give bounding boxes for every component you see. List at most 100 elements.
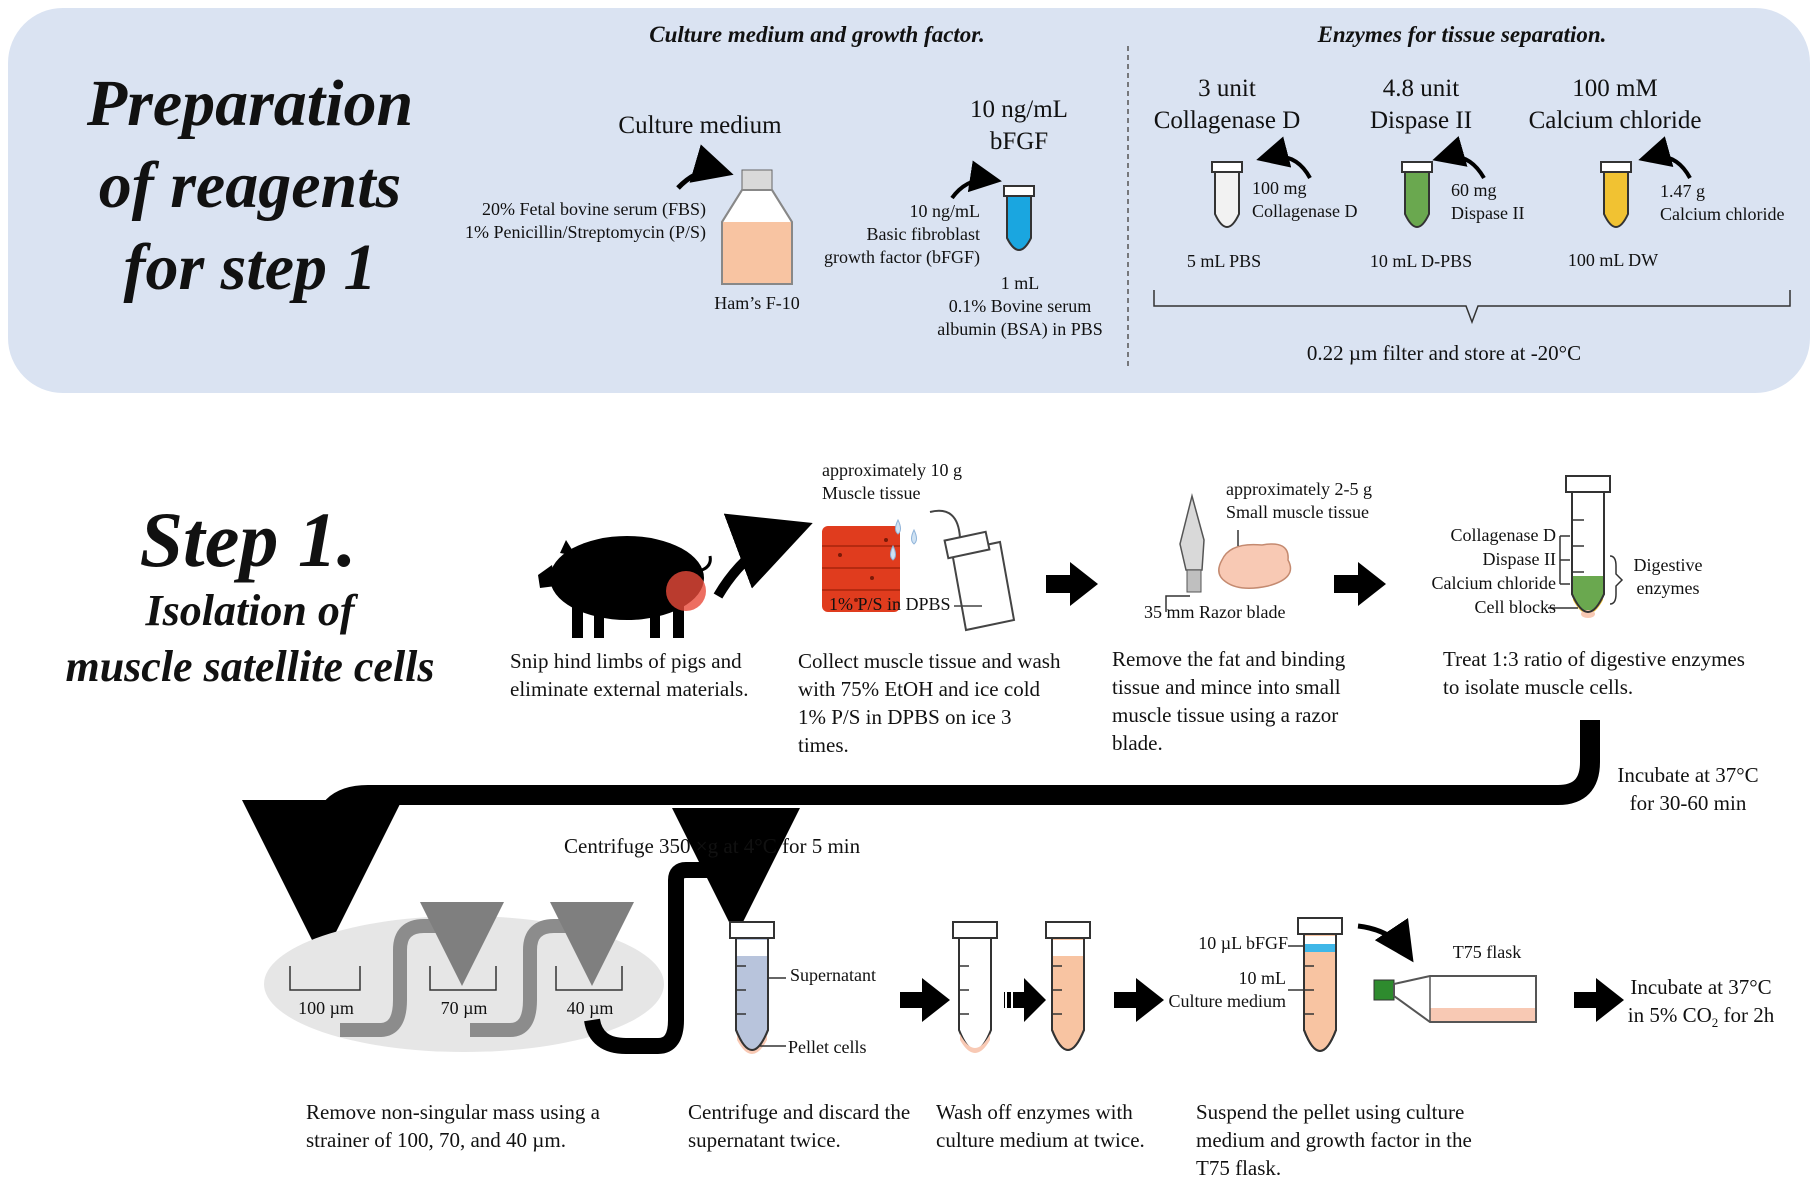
arrow-right-icon [1574,978,1624,1022]
bfgf-title-2: bFGF [989,128,1049,155]
black-flow-arrow [584,808,800,1054]
dispase-title-2: Dispase II [1369,107,1473,134]
brace [1153,290,1791,325]
pig-icon [538,536,712,638]
strainer-40 [555,966,623,991]
muscle-tissue-icon [822,526,900,612]
strainer-label-70: 70 µm [440,998,488,1018]
tube-label-calcium: Calcium chloride [1431,573,1556,593]
curved-arrow-icon [1256,136,1312,180]
step-desc-4: Treat 1:3 ratio of digestive enzymes to … [1443,647,1745,699]
collagenase-additive-1: 100 mg [1252,178,1307,198]
step-desc-6: Centrifuge and discard the supernatant t… [688,1100,911,1152]
step-subtitle-1: Isolation of [145,586,355,635]
calcium-title-1: 100 mM [1572,75,1658,102]
curved-arrow-icon [1638,136,1692,179]
strainer-label-100: 100 µm [298,998,354,1018]
incubate2-line1: Incubate at 37°C [1630,975,1772,999]
dpbs-label: 1% P/S in DPBS [829,594,951,614]
razor-leader [1165,595,1190,612]
collagenase-tube [1211,161,1243,228]
centrifuge-tube [729,921,775,1054]
culture-medium-additive-1: 20% Fetal bovine serum (FBS) [482,199,706,219]
incubate-note-2: for 30-60 min [1629,791,1747,815]
prep-title-line1: Preparation [86,67,414,140]
gray-flow-arrow [340,902,504,1037]
suspension-tube [1297,917,1343,1052]
tube-label-cell-blocks: Cell blocks [1474,597,1557,617]
curved-arrow-icon [1357,917,1414,963]
curved-arrow-icon [676,144,734,190]
digestive-brace [1609,555,1624,605]
dispase-additive-2: Dispase II [1451,203,1525,223]
arrow-right-icon [1004,978,1046,1022]
culture-medium-base: Ham’s F-10 [714,293,800,313]
curved-arrow-icon [713,513,813,599]
bfgf-title-1: 10 ng/mL [970,96,1068,123]
water-drops-icon [890,518,917,561]
wash-tube-medium [1045,921,1091,1051]
bfgf-additive-3: growth factor (bFGF) [824,247,980,267]
supernatant-label: Supernatant [790,965,876,985]
muscle-note-2: Muscle tissue [822,483,921,503]
pellet-label: Pellet cells [788,1037,867,1057]
calcium-title-2: Calcium chloride [1528,107,1702,134]
digestive-label-1: Digestive [1633,555,1703,575]
small-muscle-note-1: approximately 2-5 g [1226,479,1372,499]
bfgf-additive-2: Basic fibroblast [866,224,980,244]
medium-name-label: Culture medium [1168,991,1286,1011]
arrow-right-icon [1334,562,1386,606]
step-desc-2: Collect muscle tissue and wash with 75% … [798,649,1061,757]
digestive-label-2: enzymes [1636,578,1700,598]
calcium-base: 100 mL DW [1567,250,1659,270]
culture-medium-bottle [721,169,793,285]
calcium-additive-1: 1.47 g [1660,181,1705,201]
arrow-right-icon [1046,562,1098,606]
step-desc-3: Remove the fat and binding tissue and mi… [1112,647,1346,755]
bfgf-volume-label: 10 µL bFGF [1198,933,1288,953]
dispase-tube [1401,161,1433,228]
calcium-chloride-tube [1600,161,1632,228]
step-desc-5: Remove non-singular mass using a straine… [306,1100,600,1152]
arrow-right-icon [900,978,950,1022]
razor-blade-icon [1179,493,1205,593]
strainer-label-40: 40 µm [566,998,614,1018]
step-desc-8: Suspend the pellet using culture medium … [1196,1100,1472,1180]
bfgf-additive-1: 10 ng/mL [909,201,981,221]
connector-arrow [242,720,1600,960]
step-subtitle-2: muscle satellite cells [65,642,435,691]
hind-limb-marker [666,571,706,611]
curved-arrow-icon [1432,136,1486,180]
incubate2-line2: in 5% CO2 for 2h [1627,1003,1775,1031]
dispase-title-1: 4.8 unit [1382,75,1460,102]
collagenase-additive-2: Collagenase D [1252,201,1358,221]
collagenase-title-1: 3 unit [1198,75,1256,102]
tube-label-dispase: Dispase II [1482,549,1556,569]
wash-tube-empty [952,921,998,1053]
tube-label-collagenase: Collagenase D [1450,525,1556,545]
step-title: Step 1. [139,496,357,583]
right-section-header: Enzymes for tissue separation. [1317,22,1607,47]
strainer-70 [429,966,497,991]
tube-label-leaders [1548,535,1578,609]
incubate-note-1: Incubate at 37°C [1617,763,1759,787]
arrow-lines-icon [1005,984,1013,1016]
culture-medium-additive-2: 1% Penicillin/Streptomycin (P/S) [465,222,706,242]
medium-volume-label: 10 mL [1238,968,1287,988]
wash-bottle-icon [929,509,1016,632]
step-desc-1: Snip hind limbs of pigs and eliminate ex… [510,649,749,701]
bfgf-base-2: 0.1% Bovine serum [948,296,1092,316]
prep-title-line3: for step 1 [123,231,377,304]
arrow-right-icon [1114,978,1164,1022]
small-muscle-tissue-icon [1218,543,1292,589]
filter-note: 0.22 µm filter and store at -20°C [1306,341,1582,365]
prep-title-line2: of reagents [98,149,402,222]
flask-label: T75 flask [1452,942,1522,962]
centrifuge-note: Centrifuge 350 ×g at 4°C for 5 min [564,834,861,858]
muscle-note-1: approximately 10 g [822,460,962,480]
razor-label: 35 mm Razor blade [1144,602,1286,622]
digestion-tube [1565,475,1611,618]
curved-arrow-icon [950,160,1002,200]
t75-flask [1373,975,1537,1023]
